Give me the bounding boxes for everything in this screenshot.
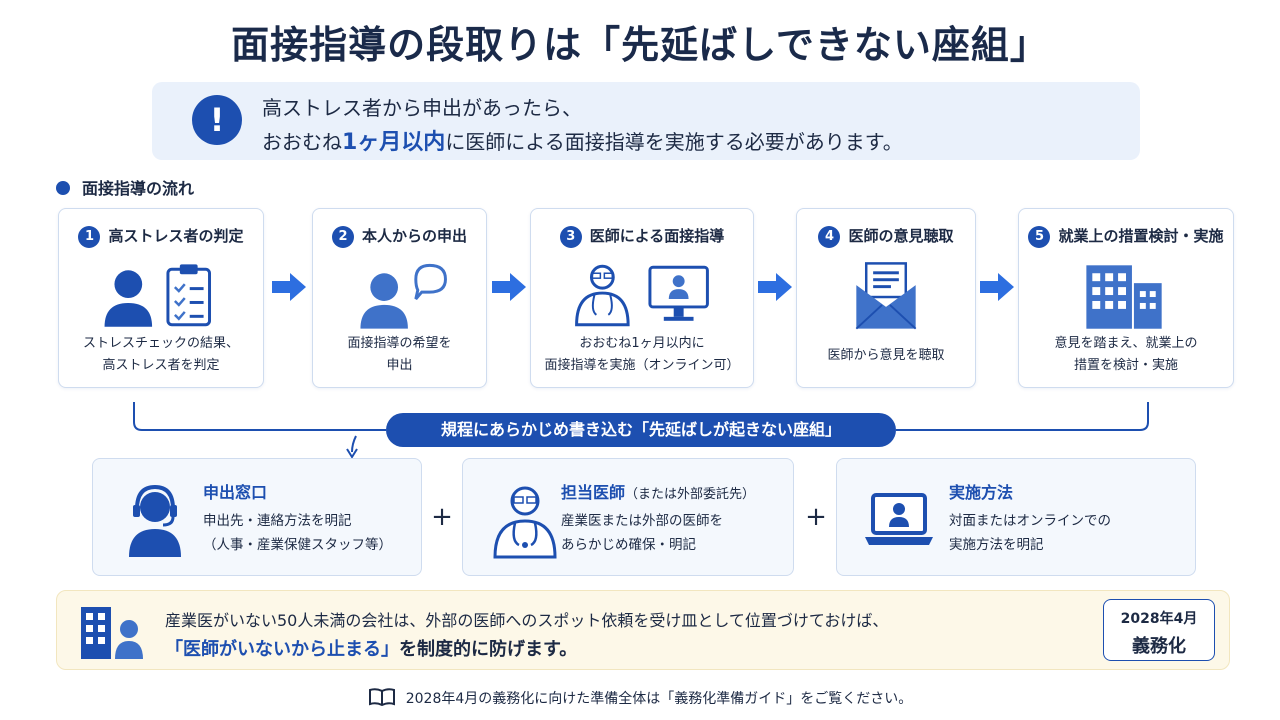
mandatory-badge: 2028年4月 義務化 <box>1103 599 1215 661</box>
footer-text[interactable]: 2028年4月の義務化に向けた準備全体は「義務化準備ガイド」をご覧ください。 <box>405 691 913 707</box>
flow-arrow-icon <box>492 273 526 301</box>
step-title: 就業上の措置検討・実施 <box>1058 227 1224 245</box>
step-card-1: 1 高ストレス者の判定 ストレスチェックの結果、 高ストレス者を判定 <box>58 208 264 388</box>
note-line-2: 「医師がいないから止まる」を制度的に防げます。 <box>165 635 577 661</box>
step-desc: 意見を踏まえ、就業上の 措置を検討・実施 <box>1019 333 1233 377</box>
office-buildings-icon <box>1086 265 1162 329</box>
step-header: 5 就業上の措置検討・実施 <box>1019 225 1233 248</box>
card-desc-line-1: 産業医または外部の医師を <box>561 513 723 529</box>
step-card-2: 2 本人からの申出 面接指導の希望を 申出 <box>312 208 487 388</box>
step-card-5: 5 就業上の措置検討・実施 意見を踏まえ、就業上の 措置を検討・実施 <box>1018 208 1234 388</box>
card-desc-line-1: 対面またはオンラインでの <box>949 513 1111 529</box>
person-clipboard-icon <box>104 264 212 327</box>
step-desc: 医師から意見を聴取 <box>797 345 975 367</box>
flow-arrow-icon <box>980 273 1014 301</box>
notice-line-2-pre: おおむね <box>262 130 342 154</box>
card-desc: 申出先・連絡方法を明記 （人事・産業保健スタッフ等） <box>203 509 392 557</box>
page-title: 面接指導の段取りは「先延ばしできない座組」 <box>231 23 1049 67</box>
card-application-window: 申出窓口 申出先・連絡方法を明記 （人事・産業保健スタッフ等） <box>92 458 422 576</box>
card-title-sub: （または外部委託先） <box>625 487 756 502</box>
card-method: 実施方法 対面またはオンラインでの 実施方法を明記 <box>836 458 1196 576</box>
badge-label: 義務化 <box>1132 636 1186 657</box>
card-title-main: 担当医師 <box>561 483 626 502</box>
notice-line-2: おおむね1ヶ月以内に医師による面接指導を実施する必要があります。 <box>262 124 903 156</box>
note-line-1: 産業医がいない50人未満の会社は、外部の医師へのスポット依頼を受け皿として位置づ… <box>165 611 889 630</box>
card-desc-line-2: （人事・産業保健スタッフ等） <box>203 537 392 553</box>
card-title-main: 実施方法 <box>949 483 1014 502</box>
note-line-2-post: を制度的に防げます。 <box>399 639 578 660</box>
step-desc-line-2: 措置を検討・実施 <box>1073 358 1178 373</box>
notice-line-2-post: に医師による面接指導を実施する必要があります。 <box>445 130 903 154</box>
badge-date: 2028年4月 <box>1120 611 1198 627</box>
step-desc-line-1: 医師から意見を聴取 <box>827 348 945 363</box>
step-desc: ストレスチェックの結果、 高ストレス者を判定 <box>59 333 263 377</box>
step-desc: 面接指導の希望を 申出 <box>313 333 486 377</box>
headset-operator-icon <box>129 484 181 557</box>
company-person-icon <box>81 607 143 659</box>
step-card-4: 4 医師の意見聴取 医師から意見を聴取 <box>796 208 976 388</box>
step-header: 3 医師による面接指導 <box>531 225 753 248</box>
step-number: 1 <box>78 226 101 248</box>
card-desc: 対面またはオンラインでの 実施方法を明記 <box>949 509 1111 557</box>
flow-arrow-icon <box>758 273 792 301</box>
doctor-icon <box>493 486 557 559</box>
card-desc-line-1: 申出先・連絡方法を明記 <box>203 513 352 529</box>
step-desc-line-1: 意見を踏まえ、就業上の <box>1054 336 1198 351</box>
card-assigned-doctor: 担当医師（または外部委託先） 産業医または外部の医師を あらかじめ確保・明記 <box>462 458 794 576</box>
flow-heading-text: 面接指導の流れ <box>82 179 195 198</box>
step-header: 1 高ストレス者の判定 <box>59 225 263 248</box>
card-desc: 産業医または外部の医師を あらかじめ確保・明記 <box>561 509 723 557</box>
plus-icon: + <box>805 502 827 532</box>
person-speech-bubble-icon <box>360 263 447 329</box>
notice-box: ! 高ストレス者から申出があったら、 おおむね1ヶ月以内に医師による面接指導を実… <box>152 82 1140 160</box>
step-header: 4 医師の意見聴取 <box>797 225 975 248</box>
card-desc-line-2: 実施方法を明記 <box>949 537 1044 553</box>
step-header: 2 本人からの申出 <box>313 225 486 248</box>
open-book-icon <box>368 688 395 706</box>
note-highlight: 「医師がいないから止まる」 <box>165 639 399 660</box>
note-box: 産業医がいない50人未満の会社は、外部の医師へのスポット依頼を受け皿として位置づ… <box>56 590 1230 670</box>
step-number: 5 <box>1028 226 1051 248</box>
laptop-video-icon <box>865 493 933 545</box>
step-title: 本人からの申出 <box>361 227 467 245</box>
step-title: 高ストレス者の判定 <box>108 227 244 245</box>
step-number: 4 <box>818 226 841 248</box>
card-title: 申出窓口 <box>203 479 267 503</box>
footer: 2028年4月の義務化に向けた準備全体は「義務化準備ガイド」をご覧ください。 <box>0 688 1280 708</box>
notice-deadline-highlight: 1ヶ月以内 <box>342 130 446 155</box>
step-desc-line-2: 面接指導を実施（オンライン可） <box>544 358 740 373</box>
step-desc-line-2: 高ストレス者を判定 <box>102 358 220 373</box>
step-desc: おおむね1ヶ月以内に 面接指導を実施（オンライン可） <box>531 333 753 377</box>
doctor-monitor-icon <box>575 264 709 327</box>
card-title: 実施方法 <box>949 479 1013 503</box>
step-title: 医師の意見聴取 <box>848 227 954 245</box>
notice-line-1: 高ストレス者から申出があったら、 <box>262 96 582 120</box>
step-desc-line-1: おおむね1ヶ月以内に <box>579 336 705 351</box>
envelope-letter-icon <box>855 262 917 330</box>
card-title: 担当医師（または外部委託先） <box>561 479 755 503</box>
step-card-3: 3 医師による面接指導 おおむね1ヶ月以内に 面接指導を実施（オンライン可） <box>530 208 754 388</box>
step-title: 医師による面接指導 <box>589 227 725 245</box>
step-desc-line-1: 面接指導の希望を <box>347 336 452 351</box>
flow-heading: 面接指導の流れ <box>56 175 194 199</box>
step-number: 3 <box>559 226 582 248</box>
card-desc-line-2: あらかじめ確保・明記 <box>561 537 696 553</box>
step-desc-line-2: 申出 <box>386 358 413 373</box>
card-title-main: 申出窓口 <box>203 483 268 502</box>
bullet-dot-icon <box>56 181 70 195</box>
step-number: 2 <box>331 226 354 248</box>
step-desc-line-1: ストレスチェックの結果、 <box>82 336 239 351</box>
banner-pill: 規程にあらかじめ書き込む「先延ばしが起きない座組」 <box>386 413 896 447</box>
plus-icon: + <box>431 502 453 532</box>
exclamation-icon: ! <box>192 95 242 145</box>
flow-arrow-icon <box>272 273 306 301</box>
